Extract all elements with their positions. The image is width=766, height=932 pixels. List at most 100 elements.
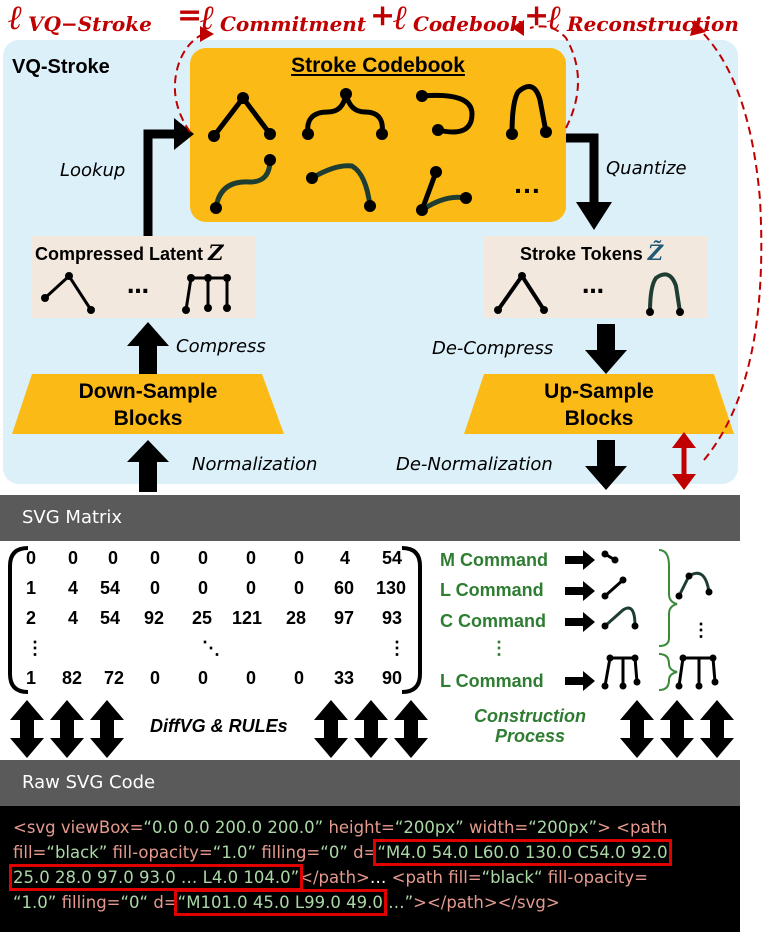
command-label-c: C Command (440, 611, 547, 631)
matrix-cell: 92 (144, 608, 165, 628)
code-token: filling= (256, 843, 321, 862)
matrix-cell: 2 (26, 608, 37, 628)
matrix-cell: 130 (376, 578, 407, 598)
code-token: d= (148, 893, 178, 912)
code-token: filling= (56, 893, 121, 912)
matrix-cell: 4 (68, 578, 79, 598)
matrix-cell: 0 (246, 668, 257, 688)
quantize-arrow-icon (566, 133, 612, 230)
svg-matrix-grid: 0 0 0 0 0 0 0 4 54 1 4 54 0 0 0 0 60 130… (20, 548, 422, 698)
stroke-tokens-label: Stroke Tokens Z̃ (520, 240, 663, 265)
latent-strokes (41, 272, 231, 314)
loss-subscript-vq-stroke: VQ−Stroke (28, 12, 152, 36)
matrix-cell: 4 (340, 548, 351, 568)
plus-sign: + (370, 0, 396, 33)
matrix-cell: 90 (382, 668, 403, 688)
stroke-codebook-title: Stroke Codebook (291, 54, 465, 77)
matrix-cell: 93 (382, 608, 403, 628)
code-token: width= (463, 818, 529, 837)
code-token: “200px” (394, 818, 464, 837)
codebook-stroke-line (419, 169, 439, 213)
command-label-l: L Command (440, 580, 544, 600)
code-line-1: <svg viewBox=“0.0 0.0 200.0 200.0” heigh… (13, 815, 668, 840)
command-vdots: ⋮ (490, 638, 508, 658)
construction-process-label: Construction Process (450, 706, 610, 746)
code-token: …” (382, 893, 414, 912)
command-arrow-icon (565, 612, 595, 632)
double-arrows-right-icon (620, 700, 734, 758)
upsample-blocks-shape (464, 374, 734, 434)
svg-matrix-header: SVG Matrix (0, 495, 740, 541)
matrix-cell: ⋱ (202, 638, 220, 658)
denormalization-arrow-icon (585, 440, 627, 490)
lookup-arrow-icon (143, 118, 194, 248)
loss-subscript-commitment: Commitment (220, 12, 367, 36)
svg-matrix-title: SVG Matrix (22, 507, 123, 528)
code-token: “1.0” (212, 843, 257, 862)
loss-symbol: ℓ (547, 0, 562, 38)
matrix-cell: 0 (150, 668, 161, 688)
downsample-line1: Down-Sample (78, 380, 218, 403)
code-token: “1.0” (13, 893, 57, 912)
latent-ellipsis: … (127, 274, 149, 299)
denormalization-label: De-Normalization (396, 454, 553, 475)
matrix-cell: 0 (294, 668, 305, 688)
matrix-row: 2 4 54 92 25 121 28 97 93 (20, 608, 422, 638)
matrix-cell: 0 (108, 548, 119, 568)
code-token: fill-opacity= (542, 868, 648, 887)
matrix-cell: 0 (198, 668, 209, 688)
loss-subscript-codebook: Codebook (413, 12, 524, 36)
code-token: fill-opacity= (107, 843, 213, 862)
downsample-blocks-shape (12, 374, 284, 434)
code-token: height= (323, 818, 395, 837)
raw-svg-code-title: Raw SVG Code (22, 772, 156, 793)
code-line-2: fill=“black” fill-opacity=“1.0” filling=… (13, 839, 672, 866)
loss-connections (173, 20, 763, 490)
matrix-cell: 0 (198, 578, 209, 598)
code-token: “0“ (120, 893, 149, 912)
matrix-cell: 0 (150, 548, 161, 568)
command-arrow-icon (565, 671, 595, 691)
loss-symbol: ℓ (393, 0, 408, 38)
double-arrows-middle-icon (314, 700, 428, 758)
matrix-cell: ⋮ (26, 638, 44, 658)
upsample-blocks-label: Up-Sample Blocks (464, 378, 734, 432)
code-token: “0” (320, 843, 348, 862)
construction-line1: Construction (474, 706, 586, 726)
matrix-cell: 54 (382, 548, 403, 568)
raw-svg-code-block: <svg viewBox=“0.0 0.0 200.0 200.0” heigh… (0, 806, 740, 932)
quantize-label: Quantize (606, 158, 687, 179)
latent-symbol-z: Z (208, 240, 224, 265)
highlighted-path-data: 25.0 28.0 97.0 93.0 … L4.0 104.0” (8, 864, 304, 891)
code-token: > <path (597, 818, 668, 837)
tokens-ellipsis: … (582, 274, 604, 299)
tokens-symbol-z-tilde: Z̃ (647, 240, 664, 265)
code-token: ></path></svg> (413, 893, 560, 912)
matrix-cell: 0 (198, 548, 209, 568)
group-brace (658, 549, 678, 647)
matrix-cell: 0 (26, 548, 37, 568)
code-token: “black“ (481, 868, 543, 887)
raw-svg-code-header: Raw SVG Code (0, 760, 740, 806)
codebook-stroke-s (213, 157, 273, 211)
highlighted-path-data: “M4.0 54.0 L60.0 130.0 C54.0 92.0 (373, 839, 672, 866)
code-line-3: 25.0 28.0 97.0 93.0 … L4.0 104.0”</path>… (8, 864, 648, 891)
downsample-line2: Blocks (113, 407, 183, 430)
equals-sign: = (177, 0, 203, 33)
double-arrows-left-icon (10, 700, 124, 758)
construction-line2: Process (494, 726, 566, 746)
code-token: <svg viewBox= (13, 818, 144, 837)
decompress-arrow-icon (585, 324, 627, 374)
codebook-stroke-arch (509, 84, 549, 137)
tokens-strokes (494, 272, 684, 316)
matrix-cell: 0 (294, 548, 305, 568)
matrix-cell: 72 (104, 668, 125, 688)
matrix-cell: 0 (150, 578, 161, 598)
command-arrow-icon (565, 550, 595, 570)
matrix-cell: 33 (334, 668, 355, 688)
matrix-cell: 54 (100, 578, 121, 598)
code-token: “black” (46, 843, 108, 862)
code-token: … (369, 868, 392, 887)
compress-arrow-icon (127, 322, 169, 374)
stroke-tokens-text: Stroke Tokens (520, 244, 643, 264)
